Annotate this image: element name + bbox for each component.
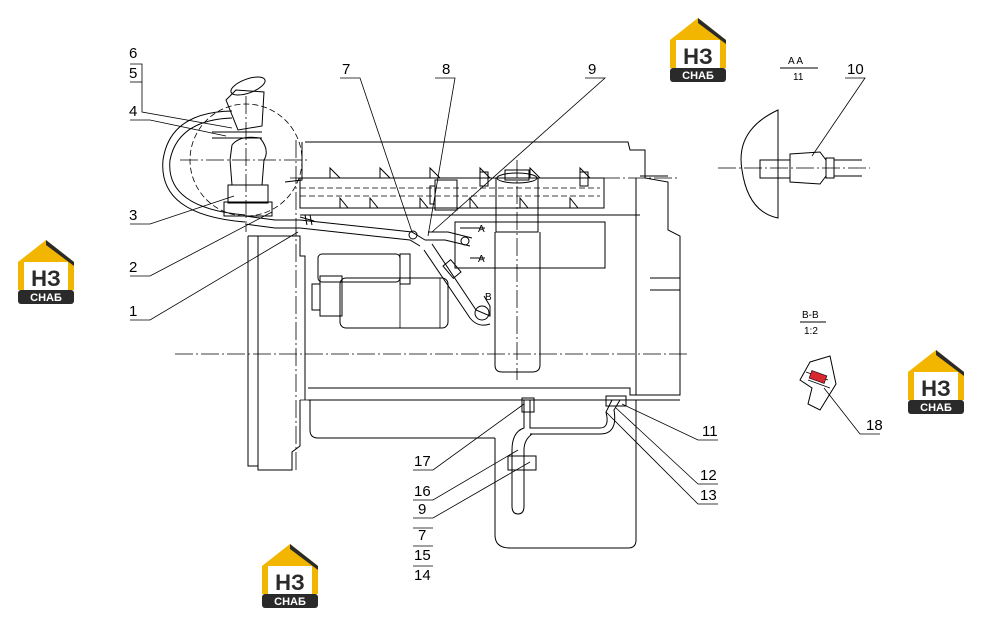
watermark-logo-3: НЗ СНАБ <box>908 350 964 414</box>
section-marker-a-2: A <box>478 254 485 265</box>
callout-7: 7 <box>342 61 350 78</box>
callout-1: 1 <box>129 303 137 320</box>
callout-14: 14 <box>414 567 431 584</box>
callout-6: 6 <box>129 45 137 62</box>
cylinder-head <box>299 166 640 216</box>
logo-top-text: НЗ <box>31 266 61 291</box>
callout-15: 15 <box>414 547 431 564</box>
callout-3: 3 <box>129 207 137 224</box>
callout-8: 8 <box>442 61 450 78</box>
leader-lines <box>130 63 880 567</box>
callout-9b: 9 <box>418 501 426 518</box>
section-aa-detail: A A 11 <box>718 56 870 219</box>
oil-pipes: B <box>244 214 492 326</box>
logo-top-text: НЗ <box>921 376 951 401</box>
drain-pipe <box>507 395 627 515</box>
starter-motor <box>311 253 449 329</box>
callout-13: 13 <box>700 487 717 504</box>
callout-17: 17 <box>414 453 431 470</box>
callouts: 6 5 4 3 2 1 7 8 9 10 11 12 13 17 16 9 7 … <box>129 45 883 584</box>
centerlines <box>175 140 690 470</box>
section-marker-b: B <box>485 292 492 303</box>
section-aa-title: A A <box>788 56 803 67</box>
section-bb-detail: B-B 1:2 <box>799 310 837 411</box>
callout-7b: 7 <box>418 527 426 544</box>
logo-top-text: НЗ <box>275 570 305 595</box>
oil-filter: A A <box>454 169 606 373</box>
engine-block <box>247 141 681 549</box>
logo-top-text: НЗ <box>683 44 713 69</box>
section-aa-scale: 11 <box>793 72 804 83</box>
logo-bottom-text: СНАБ <box>30 292 62 304</box>
section-marker-a: A <box>478 224 485 235</box>
callout-16: 16 <box>414 483 431 500</box>
watermark-logo-4: НЗ СНАБ <box>262 544 318 608</box>
callout-5: 5 <box>129 65 137 82</box>
section-bb-scale: 1:2 <box>804 326 818 337</box>
callout-9: 9 <box>588 61 596 78</box>
logo-bottom-text: СНАБ <box>682 70 714 82</box>
callout-4: 4 <box>129 103 137 120</box>
callout-12: 12 <box>700 467 717 484</box>
section-bb-title: B-B <box>802 310 819 321</box>
callout-11: 11 <box>702 423 718 440</box>
callout-10: 10 <box>847 61 864 78</box>
turbocharger <box>162 76 310 232</box>
watermark-logo-1: НЗ СНАБ <box>670 18 726 82</box>
logo-bottom-text: СНАБ <box>274 596 306 608</box>
watermark-logo-2: НЗ СНАБ <box>18 240 74 304</box>
callout-18: 18 <box>866 417 883 434</box>
logo-bottom-text: СНАБ <box>920 402 952 414</box>
callout-2: 2 <box>129 259 137 276</box>
